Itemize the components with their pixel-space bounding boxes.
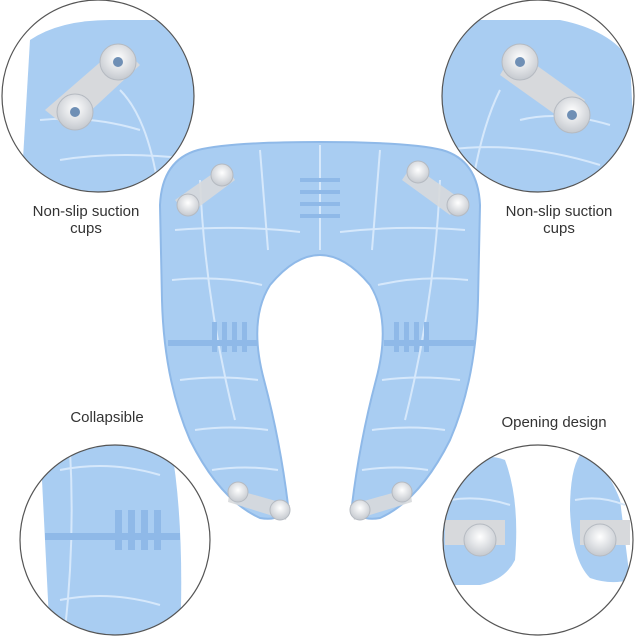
potty-seat (158, 140, 482, 521)
zoom-circle-top-left (1, 0, 195, 193)
suction-cup-bottom-right (349, 481, 413, 521)
seat-ribs (171, 145, 469, 471)
fold-hinge-left (168, 322, 258, 352)
zoom-circle-opening (442, 444, 634, 636)
callout-label-line2: cups (70, 220, 102, 237)
seat-body (158, 140, 482, 520)
suction-cup-top-left (175, 163, 235, 217)
suction-cup-bottom-left (227, 481, 291, 521)
fold-hinge-right (384, 322, 474, 352)
callout-label-opening-design: Opening design (501, 414, 607, 431)
callout-label-top-right: Non-slip suction cups (486, 203, 632, 237)
callout-label-top-left: Non-slip suction cups (20, 203, 152, 237)
callout-label-line2: cups (543, 220, 575, 237)
fold-hinge-top (300, 178, 340, 218)
zoom-circle-top-right (441, 0, 635, 193)
suction-cup-top-right (402, 160, 470, 217)
callout-label-collapsible: Collapsible (70, 409, 144, 426)
zoom-circle-collapsible (19, 444, 211, 636)
callout-label-line1: Non-slip suction (32, 203, 140, 220)
callout-label-line1: Non-slip suction (505, 203, 613, 220)
